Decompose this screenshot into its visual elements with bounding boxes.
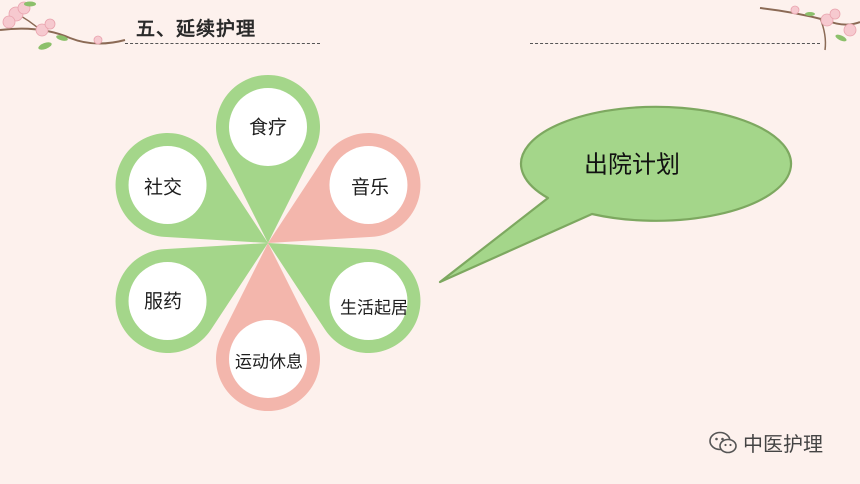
bubble-text-discharge-plan: 出院计划 [584,150,680,179]
petal-daily-living-inner-circle [329,262,408,340]
brand-name: 中医护理 [743,432,823,456]
wechat-icon [709,431,737,453]
petal-label-exercise-rest: 运动休息 [235,352,303,373]
petal-music [268,132,421,243]
page-title: 五、延续护理 [136,18,257,40]
petal-diet [216,74,320,243]
petal-label-music: 音乐 [350,176,390,199]
petal-exercise-rest [216,243,320,412]
petal-label-daily-living: 生活起居 [340,298,408,319]
header-divider-right [530,43,820,44]
blossom-decoration-right [759,5,860,51]
petal-label-medication: 服药 [143,290,183,313]
petal-label-diet: 食疗 [248,116,288,139]
blossom-decoration-left [0,1,126,50]
header-divider-left [125,43,320,44]
brand-watermark: 中医护理 [708,428,823,457]
petal-social-inner-circle [128,146,207,224]
petal-exercise-rest-inner-circle [229,320,307,398]
petal-medication [115,243,269,354]
speech-bubble-shape [438,105,793,284]
petal-label-social: 社交 [143,176,183,199]
petal-daily-living [268,243,421,354]
petal-diet-inner-circle [229,88,307,166]
petal-medication-inner-circle [128,262,207,340]
petal-social [115,132,268,243]
petal-music-inner-circle [329,146,408,224]
